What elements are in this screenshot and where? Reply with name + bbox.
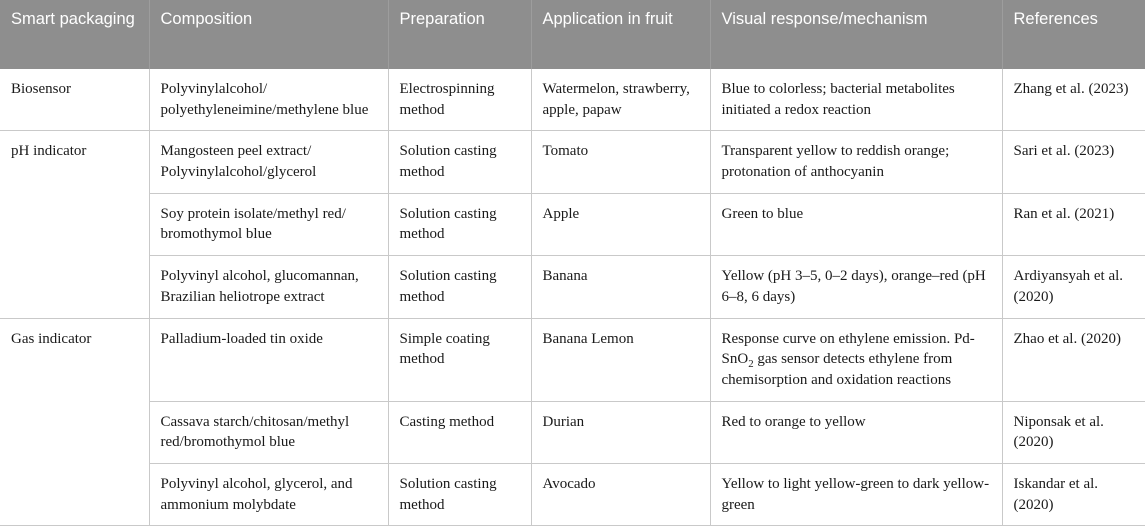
table-row: Polyvinyl alcohol, glycerol, and ammoniu… (0, 463, 1145, 527)
cell-application: Banana (531, 255, 711, 319)
table-header: Smart packaging Composition Preparation … (0, 0, 1145, 69)
visual-response-text-continued: gas sensor detects ethylene from chemiso… (721, 351, 953, 388)
cell-visual-response: Blue to colorless; bacterial metabolites… (710, 69, 1003, 132)
header-row: Smart packaging Composition Preparation … (0, 0, 1145, 69)
cell-reference: Sari et al. (2023) (1002, 130, 1145, 194)
cell-smart-packaging: Biosensor (0, 69, 150, 132)
column-header-preparation: Preparation (388, 0, 532, 69)
cell-application: Tomato (531, 130, 711, 194)
cell-visual-response: Yellow (pH 3–5, 0–2 days), orange–red (p… (710, 255, 1003, 319)
column-header-composition: Composition (149, 0, 389, 69)
cell-composition: Polyvinyl alcohol, glucomannan, Brazilia… (149, 255, 389, 319)
cell-reference: Zhao et al. (2020) (1002, 318, 1145, 402)
column-header-visual-response: Visual response/mechanism (710, 0, 1003, 69)
cell-application: Avocado (531, 463, 711, 527)
table-row: Polyvinyl alcohol, glucomannan, Brazilia… (0, 255, 1145, 319)
cell-composition: Soy protein isolate/methyl red/ bromothy… (149, 193, 389, 257)
cell-preparation: Solution casting method (388, 463, 532, 527)
cell-composition: Polyvinyl alcohol, glycerol, and ammoniu… (149, 463, 389, 527)
cell-visual-response: Response curve on ethylene emission. Pd-… (710, 318, 1003, 402)
cell-visual-response: Transparent yellow to reddish orange; pr… (710, 130, 1003, 194)
table-row: Soy protein isolate/methyl red/ bromothy… (0, 193, 1145, 257)
cell-composition: Mangosteen peel extract/ Polyvinylalcoho… (149, 130, 389, 194)
cell-composition: Polyvinylalcohol/ polyethyleneimine/meth… (149, 69, 389, 132)
cell-application: Watermelon, strawberry, apple, papaw (531, 69, 711, 132)
cell-preparation: Solution casting method (388, 255, 532, 319)
cell-smart-packaging: Gas indicator (0, 318, 150, 527)
cell-preparation: Simple coating method (388, 318, 532, 402)
cell-composition: Palladium-loaded tin oxide (149, 318, 389, 402)
cell-visual-response: Red to orange to yellow (710, 401, 1003, 464)
visual-response-text: Response curve on ethylene emission. Pd-… (721, 330, 975, 368)
cell-application: Apple (531, 193, 711, 257)
cell-application: Banana Lemon (531, 318, 711, 402)
cell-visual-response: Yellow to light yellow-green to dark yel… (710, 463, 1003, 527)
cell-reference: Iskandar et al. (2020) (1002, 463, 1145, 527)
cell-composition: Cassava starch/chitosan/methyl red/bromo… (149, 401, 389, 464)
cell-preparation: Electrospinning method (388, 69, 532, 132)
cell-preparation: Casting method (388, 401, 532, 464)
table-row: Cassava starch/chitosan/methyl red/bromo… (0, 401, 1145, 464)
cell-reference: Ardiyansyah et al. (2020) (1002, 255, 1145, 319)
column-header-application-in-fruit: Application in fruit (531, 0, 711, 69)
chemical-subscript: 2 (748, 358, 754, 371)
cell-visual-response: Green to blue (710, 193, 1003, 257)
cell-reference: Niponsak et al. (2020) (1002, 401, 1145, 464)
cell-application: Durian (531, 401, 711, 464)
column-header-smart-packaging: Smart packaging (0, 0, 150, 69)
cell-preparation: Solution casting method (388, 193, 532, 257)
cell-smart-packaging: pH indicator (0, 130, 150, 319)
column-header-references: References (1002, 0, 1145, 69)
cell-reference: Ran et al. (2021) (1002, 193, 1145, 257)
cell-reference: Zhang et al. (2023) (1002, 69, 1145, 132)
cell-preparation: Solution casting method (388, 130, 532, 194)
